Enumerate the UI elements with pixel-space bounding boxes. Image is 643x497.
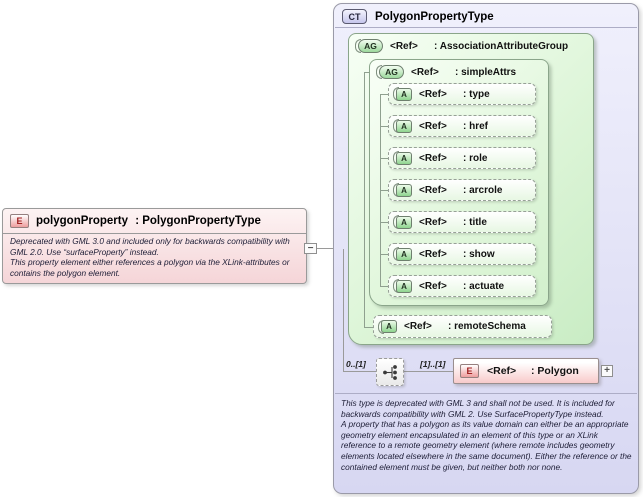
- complex-type-title: PolygonPropertyType: [375, 10, 494, 23]
- attribute-row-remoteschema[interactable]: A <Ref> : remoteSchema: [373, 315, 552, 338]
- attribute-badge-icon: A: [396, 279, 412, 293]
- attribute-ref: <Ref>: [404, 321, 432, 332]
- attribute-group-box: AG <Ref> : AssociationAttributeGroup AG …: [348, 33, 594, 345]
- tree-line: [380, 254, 388, 255]
- header-divider: [3, 233, 306, 234]
- element-box-polygonproperty[interactable]: E polygonProperty : PolygonPropertyType …: [2, 208, 307, 284]
- complex-type-header[interactable]: CT PolygonPropertyType: [334, 4, 638, 24]
- attribute-arc-icon: [393, 215, 399, 229]
- element-type: : PolygonPropertyType: [132, 215, 261, 227]
- simple-attrs-name: : simpleAttrs: [455, 66, 517, 78]
- element-annotation-line-1: Deprecated with GML 3.0 and included onl…: [10, 236, 290, 257]
- attribute-badge-icon: A: [396, 151, 412, 165]
- attribute-name: : role: [463, 152, 488, 164]
- connector-line: [317, 248, 333, 249]
- attribute-name: : actuate: [463, 280, 505, 292]
- polygon-name: : Polygon: [531, 365, 579, 377]
- attribute-badge-icon: A: [396, 119, 412, 133]
- title-divider: [335, 27, 637, 28]
- attribute-group-badge-icon: AG: [358, 39, 383, 53]
- simple-attrs-ref: <Ref>: [411, 66, 439, 78]
- connector-line: [404, 371, 453, 372]
- attribute-arc-icon: [393, 151, 399, 165]
- attribute-row-role[interactable]: A <Ref> : role: [388, 147, 536, 169]
- connector-line: [343, 249, 344, 372]
- attribute-ref: <Ref>: [419, 216, 447, 228]
- element-badge-icon: E: [460, 364, 479, 378]
- attribute-arc-icon: [393, 279, 399, 293]
- complex-type-annotation-line-2: A property that has a polygon as its val…: [341, 419, 632, 472]
- attribute-row-type[interactable]: A <Ref> : type: [388, 83, 536, 105]
- element-badge-icon: E: [10, 214, 29, 228]
- tree-line: [364, 72, 370, 73]
- attribute-arc-icon: [393, 119, 399, 133]
- attribute-name: : arcrole: [463, 184, 503, 196]
- element-name: polygonProperty: [36, 215, 129, 227]
- attribute-badge-icon: A: [396, 87, 412, 101]
- simple-attrs-box: AG <Ref> : simpleAttrs A <Ref>: [369, 59, 549, 306]
- attribute-badge-icon: A: [381, 320, 397, 333]
- attribute-ref: <Ref>: [419, 120, 447, 132]
- attribute-ref: <Ref>: [419, 88, 447, 100]
- attribute-arc-icon: [393, 183, 399, 197]
- attribute-row-arcrole[interactable]: A <Ref> : arcrole: [388, 179, 536, 201]
- tree-line: [380, 286, 388, 287]
- attribute-name: : href: [463, 120, 488, 132]
- element-annotation-line-2: This property element either references …: [10, 257, 290, 278]
- tree-line: [380, 126, 388, 127]
- attribute-ref: <Ref>: [419, 184, 447, 196]
- attribute-row-actuate[interactable]: A <Ref> : actuate: [388, 275, 536, 297]
- tree-line: [364, 72, 365, 327]
- tree-line: [380, 222, 388, 223]
- attribute-badge-icon: A: [396, 247, 412, 261]
- attribute-ref: <Ref>: [419, 280, 447, 292]
- attribute-row-href[interactable]: A <Ref> : href: [388, 115, 536, 137]
- collapse-icon[interactable]: −: [304, 243, 317, 254]
- element-box-polygon[interactable]: E <Ref> : Polygon: [453, 358, 599, 384]
- cardinality-left-label: 0..[1]: [346, 359, 366, 369]
- attribute-ref: <Ref>: [419, 152, 447, 164]
- complex-type-badge-icon: CT: [342, 9, 367, 24]
- tree-line: [380, 158, 388, 159]
- attribute-badge-icon: A: [396, 215, 412, 229]
- element-box-header: E polygonProperty : PolygonPropertyType: [3, 209, 306, 231]
- element-annotation: Deprecated with GML 3.0 and included onl…: [3, 234, 306, 278]
- attribute-group-name: : AssociationAttributeGroup: [434, 40, 569, 52]
- tree-line: [380, 94, 388, 95]
- attribute-name: : show: [463, 248, 495, 260]
- attribute-arc-icon: [393, 247, 399, 261]
- cardinality-right-label: [1]..[1]: [420, 359, 446, 369]
- tree-line: [364, 327, 374, 328]
- attribute-name: : remoteSchema: [448, 321, 526, 332]
- sequence-compositor[interactable]: [376, 358, 404, 386]
- attribute-name: : type: [463, 88, 490, 100]
- tree-line: [380, 190, 388, 191]
- expand-icon[interactable]: +: [601, 365, 613, 377]
- attribute-ref: <Ref>: [419, 248, 447, 260]
- group-arc-icon: [376, 65, 382, 79]
- simple-attrs-badge-icon: AG: [379, 65, 404, 79]
- attribute-row-show[interactable]: A <Ref> : show: [388, 243, 536, 265]
- attribute-group-ref: <Ref>: [390, 40, 418, 52]
- connector-line: [344, 371, 376, 372]
- annotation-divider: [335, 393, 637, 394]
- attribute-badge-icon: A: [396, 183, 412, 197]
- attribute-group-header[interactable]: AG <Ref> : AssociationAttributeGroup: [349, 34, 593, 53]
- complex-type-box: CT PolygonPropertyType AG <Ref> : Associ…: [333, 3, 639, 494]
- sequence-icon: [382, 364, 397, 380]
- attribute-arc-icon: [393, 87, 399, 101]
- complex-type-annotation-line-1: This type is deprecated with GML 3 and s…: [341, 398, 615, 419]
- attribute-row-title[interactable]: A <Ref> : title: [388, 211, 536, 233]
- simple-attrs-header[interactable]: AG <Ref> : simpleAttrs: [370, 60, 548, 79]
- complex-type-annotation: This type is deprecated with GML 3 and s…: [341, 398, 633, 472]
- group-arc-icon: [355, 39, 361, 53]
- polygon-ref: <Ref>: [487, 365, 517, 377]
- attribute-name: : title: [463, 216, 487, 228]
